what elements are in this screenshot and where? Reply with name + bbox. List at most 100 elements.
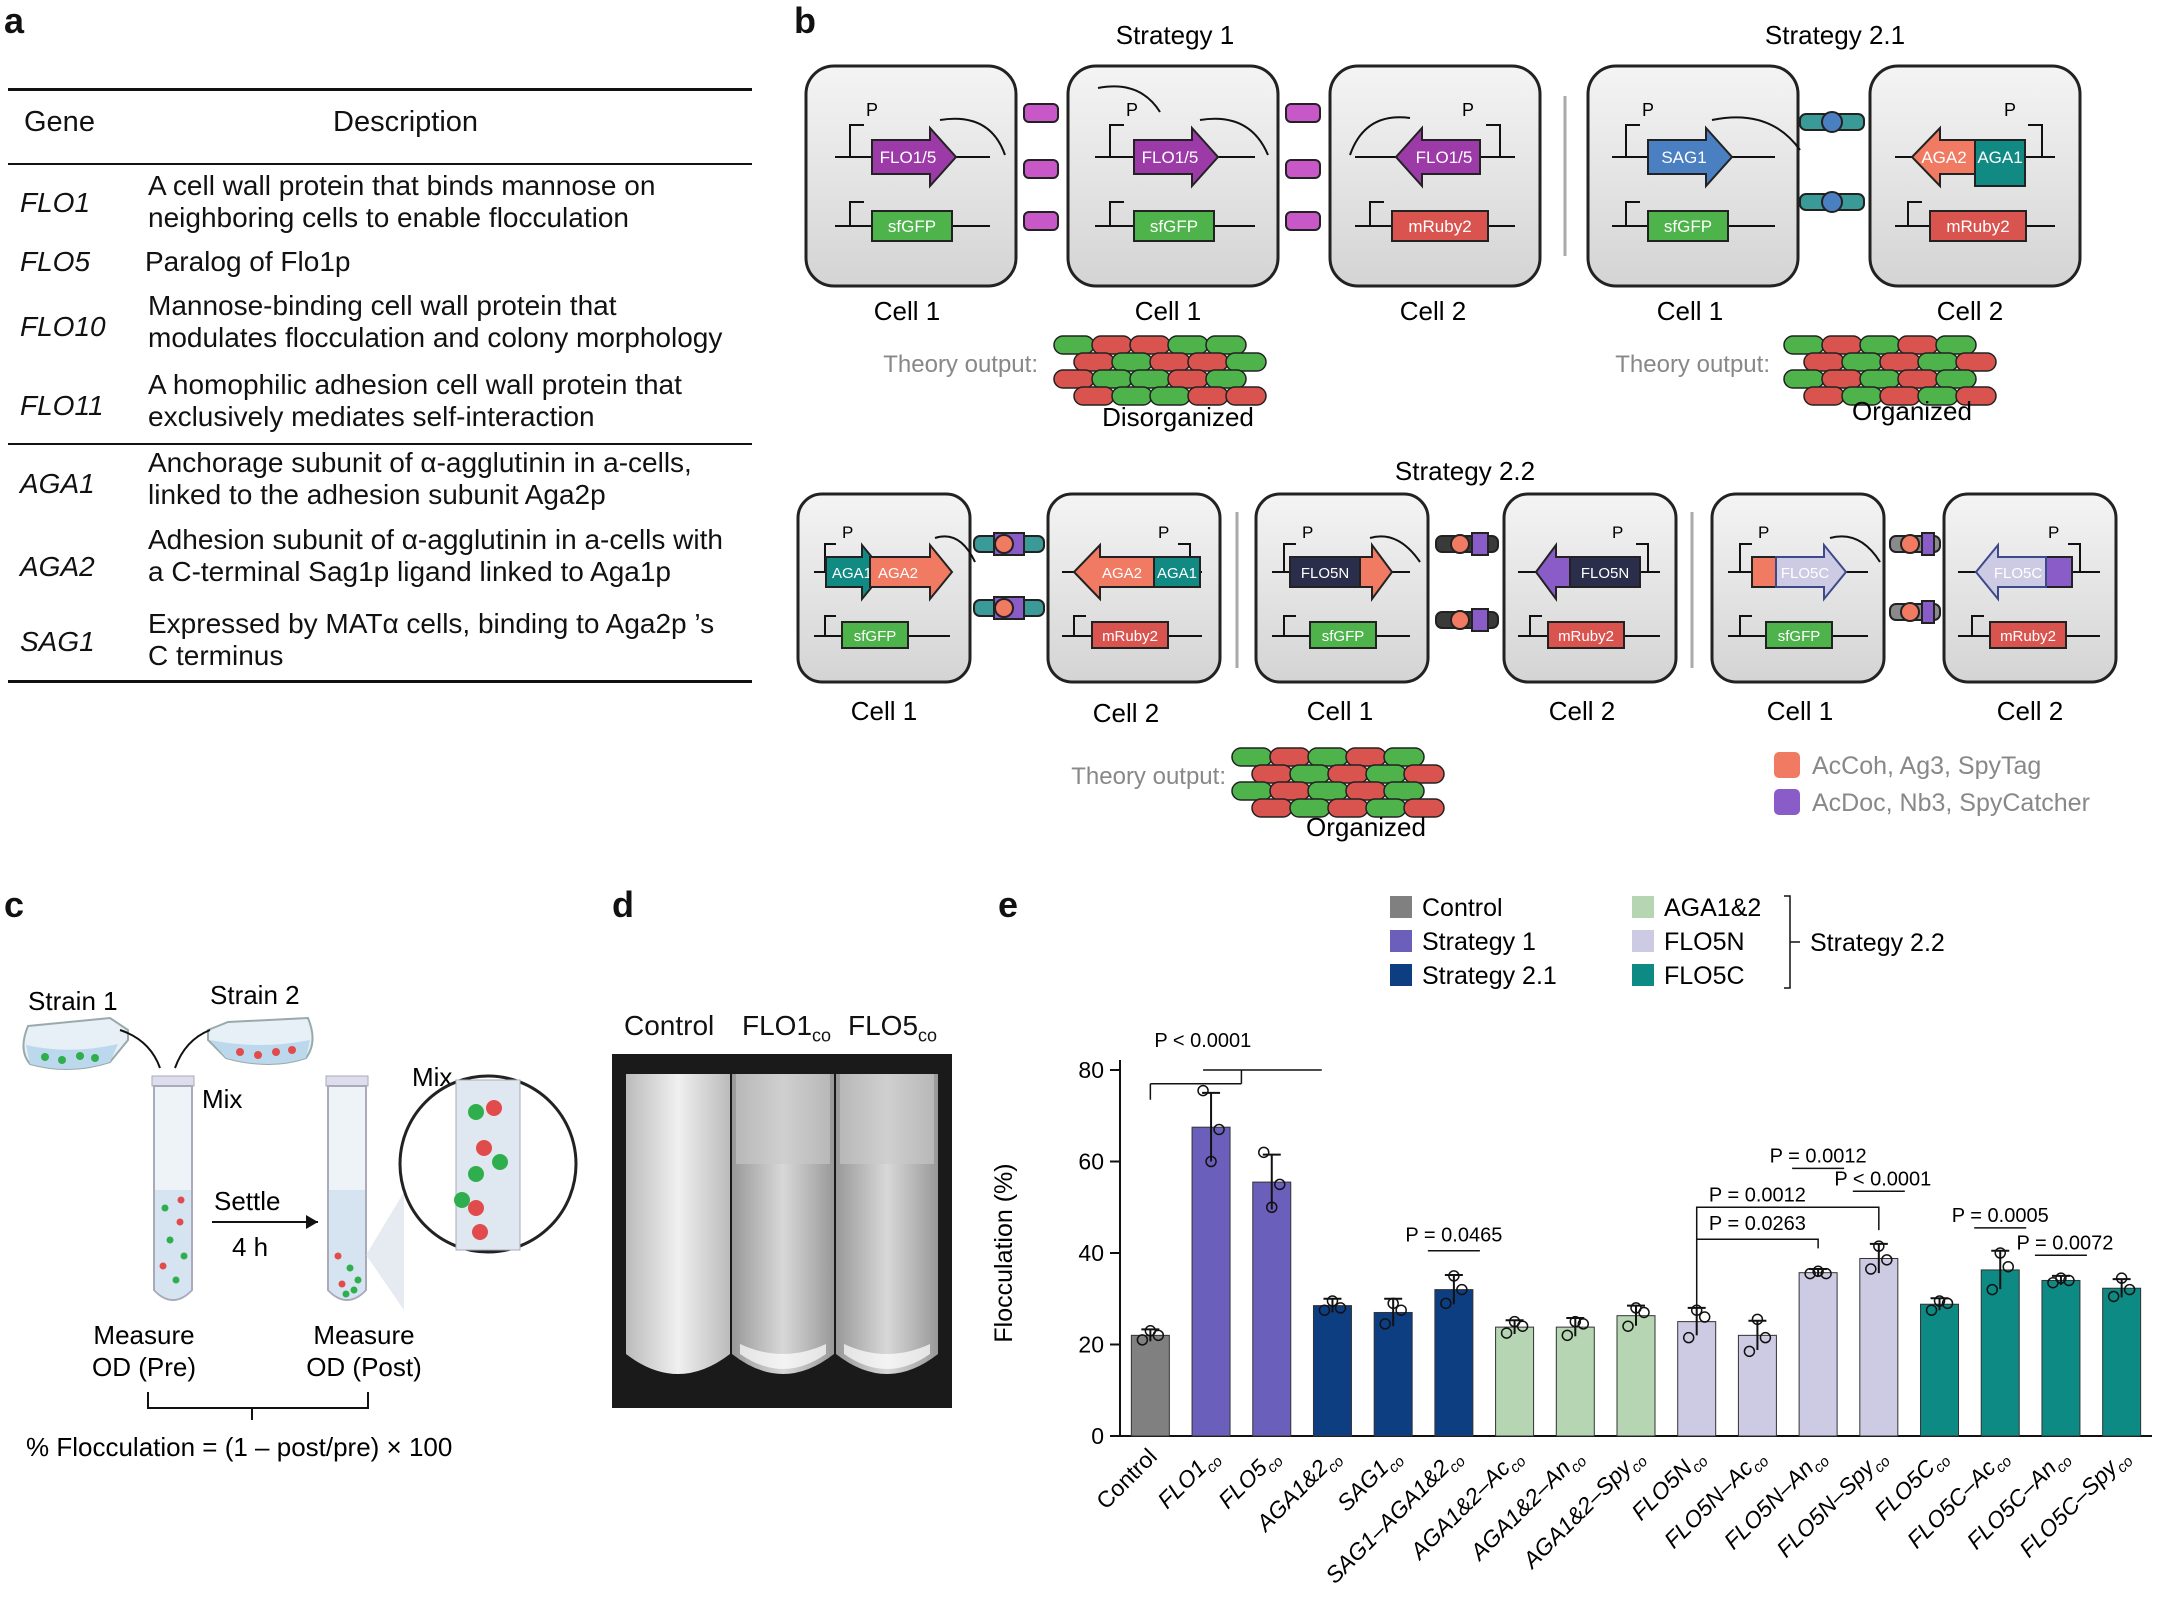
promoter-label: P — [1126, 100, 1138, 120]
data-point — [1804, 1267, 1816, 1280]
x-tick-label: AGA1&2co — [1250, 1443, 1348, 1541]
table-mid-rule — [8, 443, 752, 445]
reporter-label: sfGFP — [888, 217, 936, 236]
tube-control — [626, 1074, 730, 1374]
legend-swatch-orange — [1774, 752, 1800, 778]
yeast-cell — [1403, 798, 1445, 818]
gene-label: FLO5C — [1781, 565, 1830, 582]
reporter-label: sfGFP — [1664, 217, 1712, 236]
strain-2-label: Strain 2 — [210, 980, 300, 1010]
y-tick-label: 40 — [1078, 1240, 1104, 1266]
data-point — [1925, 1304, 1938, 1316]
adhesion-connector — [973, 532, 1045, 620]
table-header-description: Description — [333, 106, 479, 138]
yeast-cell — [1231, 747, 1273, 767]
bar — [1495, 1326, 1535, 1437]
gene-cassette: P AGA1 AGA2 sfGFP — [814, 523, 976, 649]
bar — [2041, 1279, 2081, 1437]
data-point — [1881, 1254, 1893, 1266]
reporter-label: mRuby2 — [1408, 217, 1471, 236]
gene-label: AGA2 — [1921, 148, 1966, 167]
promoter-label: P — [1642, 100, 1654, 120]
bar — [1859, 1257, 1899, 1437]
data-point — [1379, 1318, 1391, 1330]
bar — [1130, 1334, 1170, 1437]
bar — [1980, 1269, 2020, 1437]
data-point — [1152, 1329, 1165, 1342]
bar — [1312, 1305, 1352, 1437]
gene-cassette: P FLO5N mRuby2 — [1518, 523, 1660, 649]
cell-label: Cell 1 — [1657, 296, 1723, 326]
data-point — [1395, 1304, 1407, 1316]
y-axis-label: Flocculation (%) — [990, 1163, 1018, 1342]
adhesion-connector — [1889, 532, 1941, 624]
yeast-cell — [1269, 781, 1311, 801]
theory-result: Organized — [1306, 812, 1426, 842]
sig-label: P = 0.0465 — [1405, 1225, 1502, 1247]
table-row-gene: SAG1 — [20, 626, 95, 657]
promoter-label: P — [1758, 523, 1769, 542]
x-tick-label: FLO5C–Spyco — [2014, 1443, 2137, 1566]
bar — [1252, 1181, 1292, 1437]
mix-label: Mix — [202, 1084, 242, 1114]
reporter-label: mRuby2 — [1558, 628, 1614, 645]
yeast-cell — [1307, 781, 1349, 801]
adhesion-connector — [1435, 532, 1499, 632]
strategy-22-title: Strategy 2.2 — [1395, 456, 1535, 486]
cell-label: Cell 1 — [1135, 296, 1201, 326]
reporter-label: sfGFP — [854, 628, 897, 645]
table-row-gene: AGA1 — [20, 468, 95, 499]
tube-photo-labels: Control FLO1co FLO5co — [612, 1010, 952, 1070]
gene-label: FLO5N — [1581, 565, 1629, 582]
data-point — [1561, 1329, 1574, 1342]
strategy-21-title: Strategy 2.1 — [1765, 20, 1905, 50]
data-point — [1326, 1295, 1339, 1307]
yeast-cell — [1251, 764, 1293, 784]
bar — [1920, 1303, 1960, 1437]
table-row-description: Expressed by MATα cells, binding to Aga2… — [148, 608, 715, 671]
data-point — [1986, 1283, 1998, 1296]
yeast-cell — [1841, 352, 1883, 372]
yeast-cell — [1225, 352, 1267, 372]
cell-label: Cell 1 — [1307, 696, 1373, 726]
yeast-cell — [1231, 781, 1273, 801]
photo-label: Control — [624, 1010, 715, 1041]
sig-label: P = 0.0005 — [1952, 1205, 2049, 1227]
cell-box — [1066, 64, 1280, 288]
x-tick-label: FLO1co — [1152, 1443, 1226, 1517]
yeast-cell — [1783, 335, 1825, 355]
reporter-label: sfGFP — [1322, 628, 1365, 645]
gene-label: FLO5C — [1994, 565, 2043, 582]
sig-label: P < 0.0001 — [1834, 1168, 1931, 1190]
gene-cassette: P FLO5C mRuby2 — [1958, 523, 2100, 649]
tube-pre-icon — [151, 1075, 195, 1301]
yeast-cell — [1091, 335, 1133, 355]
yeast-cell — [1327, 764, 1369, 784]
data-point — [1873, 1240, 1885, 1252]
yeast-cell — [1403, 764, 1445, 784]
yeast-cell — [1897, 335, 1939, 355]
yeast-cell — [1783, 369, 1825, 389]
data-point — [1865, 1263, 1877, 1275]
yeast-cell — [1879, 352, 1921, 372]
promoter-label: P — [1302, 523, 1313, 542]
data-point — [1266, 1201, 1278, 1213]
data-point — [1622, 1320, 1634, 1332]
data-point — [1197, 1084, 1209, 1097]
reporter-label: mRuby2 — [2000, 628, 2056, 645]
yeast-cell — [1803, 386, 1845, 406]
cell-label: Cell 2 — [1937, 296, 2003, 326]
panel-label-b: b — [794, 0, 816, 41]
legend-bracket-label: Strategy 2.2 — [1810, 929, 1945, 957]
strategy-1-title: Strategy 1 — [1116, 20, 1235, 50]
y-tick-label: 20 — [1078, 1332, 1104, 1358]
adhesion-connector — [1023, 103, 1321, 231]
data-point — [1743, 1345, 1756, 1358]
yeast-cell — [1955, 352, 1997, 372]
adhesion-connector — [1799, 111, 1865, 213]
yeast-cell — [1167, 369, 1209, 389]
yeast-cell — [1859, 369, 1901, 389]
legend-bracket — [1784, 895, 1800, 989]
panel-label-c: c — [4, 884, 25, 925]
reporter-label: mRuby2 — [1946, 217, 2009, 236]
